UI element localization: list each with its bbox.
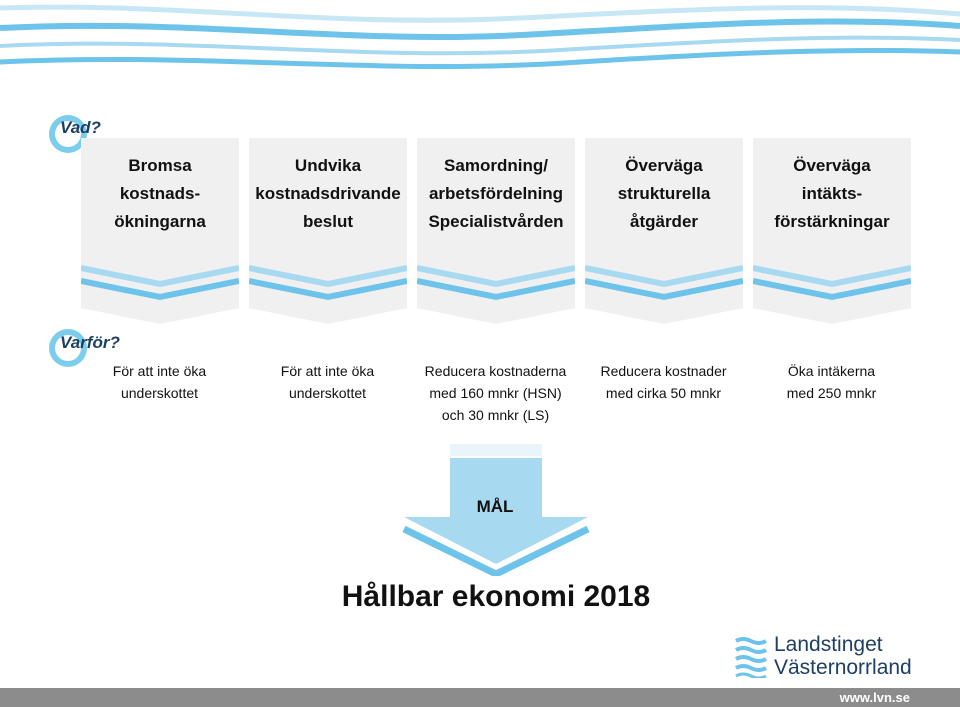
result-title: Hållbar ekonomi 2018 [341,580,651,613]
action-title-line: Specialistvården [428,212,564,231]
reason-text-4: Reducera kostnader med cirka 50 mnkr [576,360,751,404]
action-title-line: beslut [302,212,354,231]
goal-label: MÅL [476,497,514,516]
reason-line: Reducera kostnaderna [424,363,567,379]
action-title-line: kostnadsdrivande [255,184,401,203]
reason-text-1: För att inte öka underskottet [72,360,247,404]
reason-line: underskottet [288,385,367,401]
logo-line-2: Västernorrland [774,656,912,679]
action-title-line: åtgärder [629,212,699,231]
reason-text-3: Reducera kostnaderna med 160 mnkr (HSN) oc… [408,360,583,426]
action-title-line: strukturella [617,184,711,203]
reason-line: underskottet [120,385,199,401]
landstinget-logo: Landstinget Västernorrland [734,633,934,680]
footer-bar: www.lvn.se [0,688,960,707]
action-column-5: Överväga intäkts-förstärkningar [753,138,911,324]
action-title: Bromsa kostnads-ökningarna [81,152,239,236]
action-title-line: Undvika [294,156,362,175]
wave-logo-icon [734,636,768,678]
top-wave-decoration [0,4,960,70]
reason-line: och 30 mnkr (LS) [441,407,550,423]
action-title-line: kostnads- [119,184,201,203]
varfor-label: Varför? [60,333,120,352]
column-chevron-shape [249,138,407,324]
reason-line: För att inte öka [280,363,375,379]
reason-line: med 250 mnkr [786,385,877,401]
action-title-line: förstärkningar [774,212,890,231]
reason-text-5: Öka intäkerna med 250 mnkr [744,360,919,404]
vad-label: Vad? [60,118,101,137]
action-title: Överväga strukturella åtgärder [585,152,743,236]
action-title-line: intäkts- [801,184,863,203]
column-chevron-shape [417,138,575,324]
action-title-line: Samordning/ [444,156,548,175]
reason-line: med 160 mnkr (HSN) [429,385,562,401]
goal-arrow-icon [402,444,590,576]
action-column-1: Bromsa kostnads-ökningarna [81,138,239,324]
action-title-line: ökningarna [114,212,206,231]
reason-line: med cirka 50 mnkr [605,385,722,401]
reason-line: Reducera kostnader [600,363,727,379]
action-title-line: arbetsfördelning [428,184,564,203]
action-title-line: Bromsa [128,156,192,175]
reason-line: För att inte öka [112,363,207,379]
action-column-2: Undvika kostnadsdrivande beslut [249,138,407,324]
action-column-4: Överväga strukturella åtgärder [585,138,743,324]
varfor-badge-icon [49,329,87,367]
column-chevron-shape [81,138,239,324]
reason-line: Öka intäkerna [787,363,876,379]
column-chevron-shape [585,138,743,324]
logo-line-1: Landstinget [774,633,883,656]
logo-text: Landstinget Västernorrland [774,633,912,679]
reason-text-2: För att inte öka underskottet [240,360,415,404]
column-chevron-shape [753,138,911,324]
action-title: Undvika kostnadsdrivande beslut [249,152,407,236]
footer-url-link[interactable]: www.lvn.se [839,690,910,705]
vad-badge-icon [49,115,87,153]
action-title-line: Överväga [625,156,703,175]
action-title: Överväga intäkts-förstärkningar [753,152,911,236]
action-title-line: Överväga [793,156,871,175]
